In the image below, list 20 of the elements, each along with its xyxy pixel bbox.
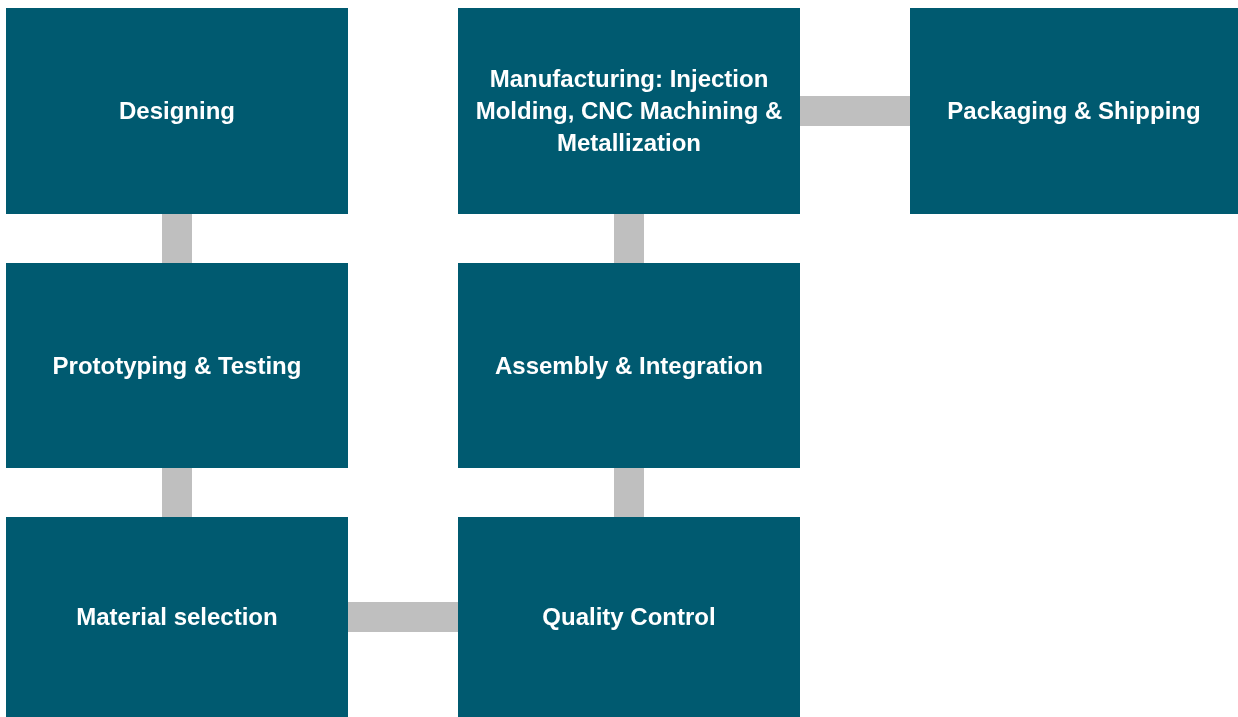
process-box — [6, 263, 348, 468]
step-label: Designing — [119, 96, 235, 126]
connector — [614, 214, 644, 263]
connector — [162, 468, 192, 517]
step-label: Material selection — [76, 602, 278, 632]
process-box — [458, 263, 800, 468]
step-label: Manufacturing: Injection Molding, CNC Machining & Metallization — [474, 64, 784, 158]
connector — [800, 96, 910, 126]
connector — [348, 602, 458, 632]
process-box — [458, 8, 800, 214]
process-box — [458, 517, 800, 717]
process-box — [910, 8, 1238, 214]
process-box — [6, 8, 348, 214]
step-label: Prototyping & Testing — [52, 350, 302, 381]
connector — [162, 214, 192, 263]
step-label: Packaging & Shipping — [947, 96, 1201, 126]
connector — [614, 468, 644, 517]
step-label: Assembly & Integration — [494, 350, 764, 381]
process-box — [6, 517, 348, 717]
step-label: Quality Control — [542, 602, 716, 632]
